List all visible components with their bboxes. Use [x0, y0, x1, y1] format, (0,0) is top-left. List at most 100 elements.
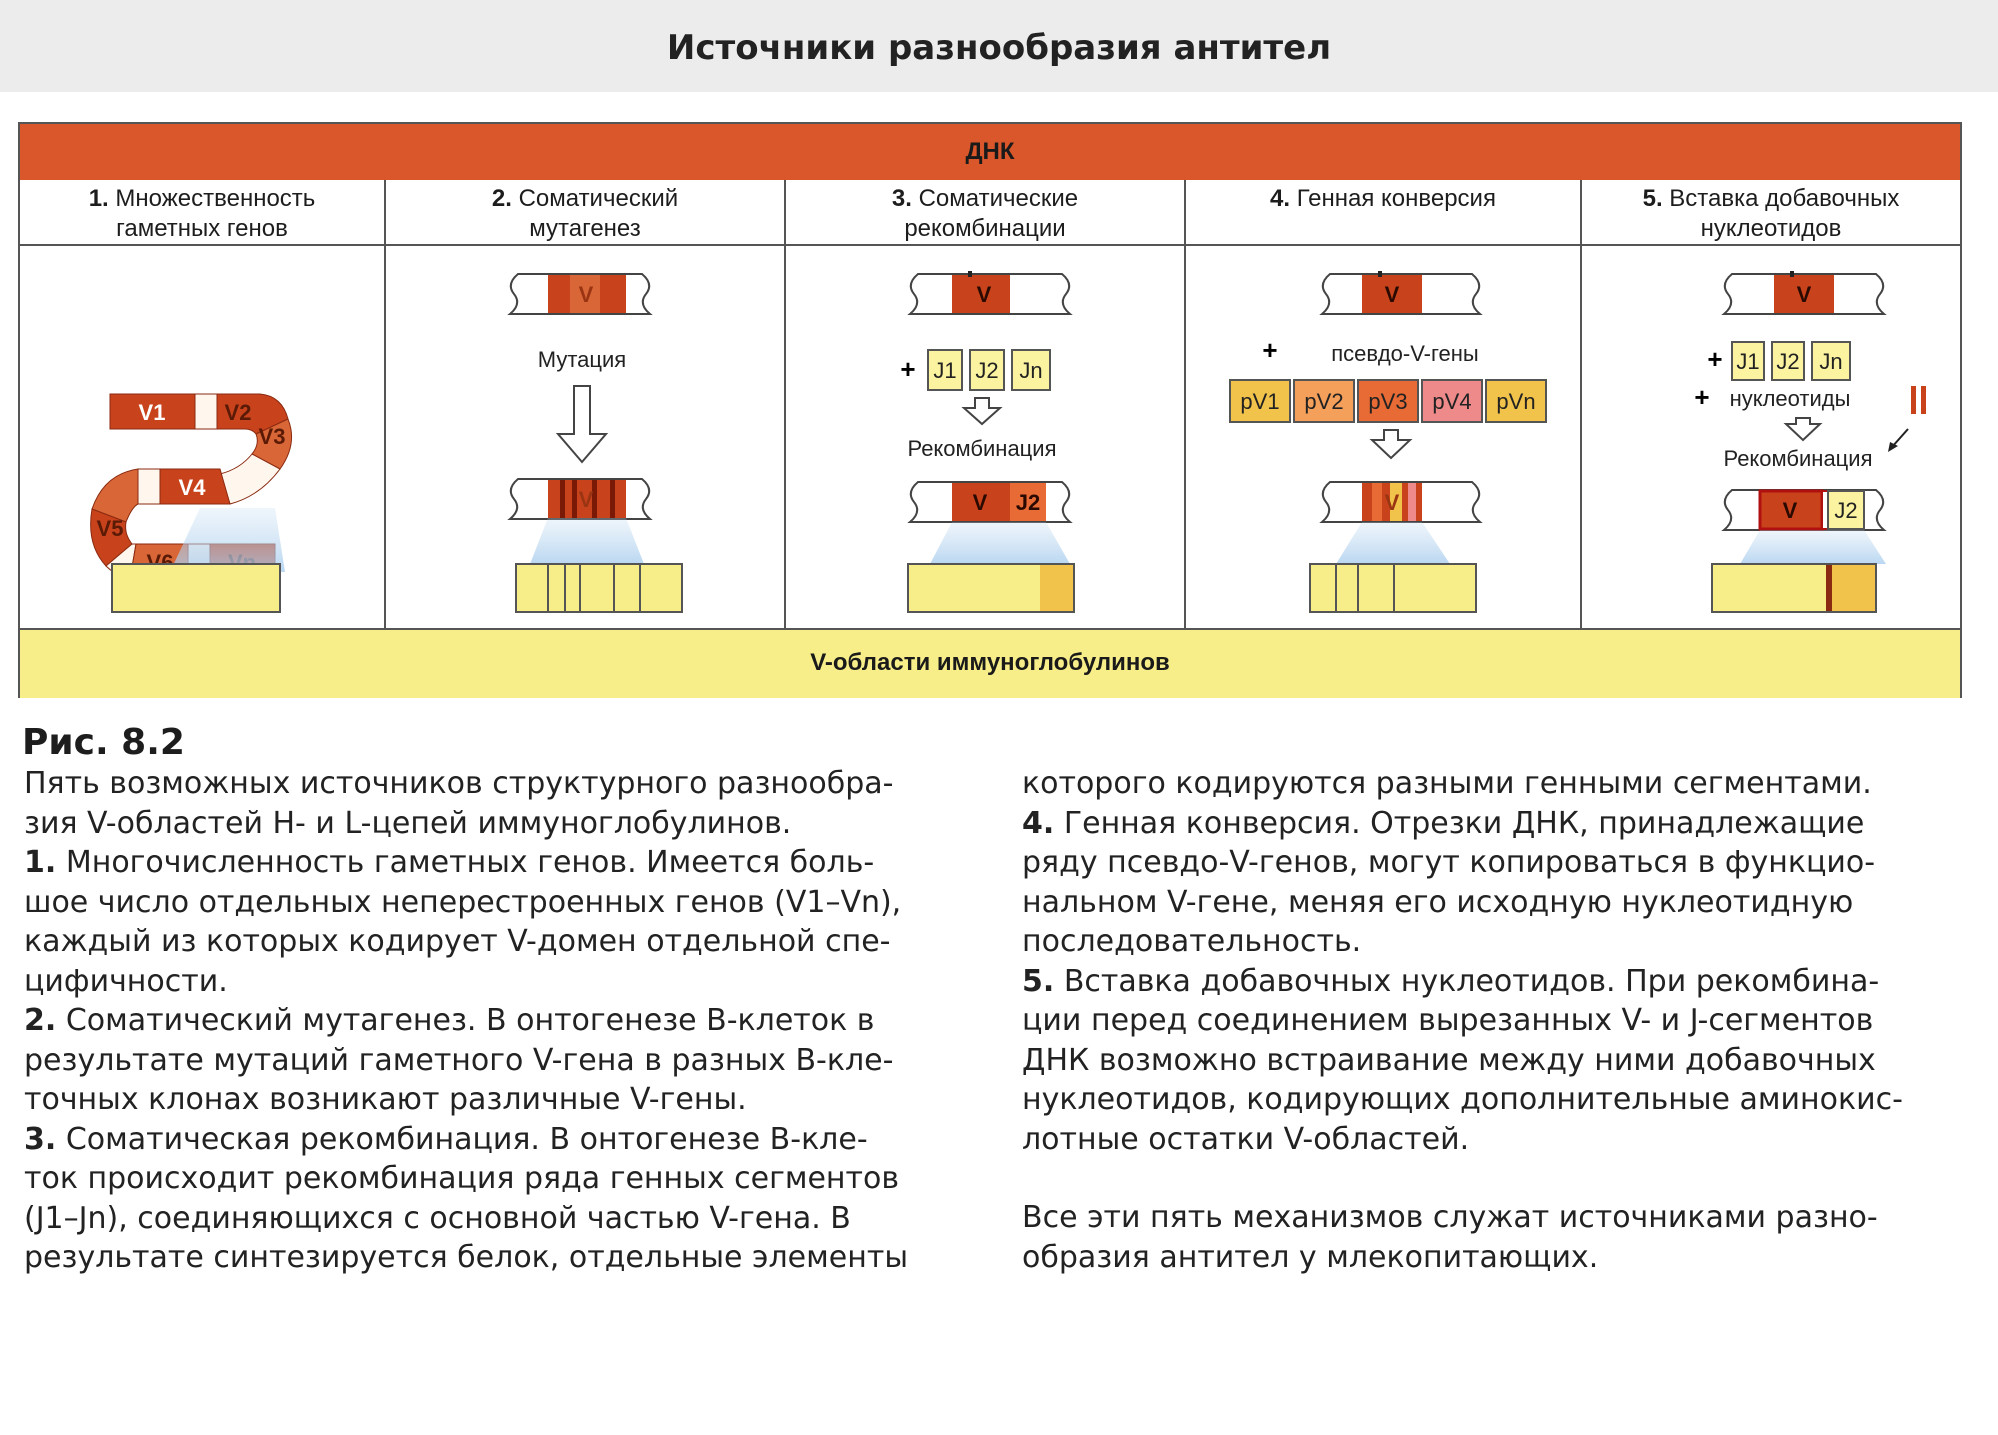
- gene-label: V: [1797, 282, 1812, 307]
- column-divider: [384, 180, 386, 628]
- pseudo-gene-label: pV1: [1240, 389, 1279, 414]
- nucleotide-mark-icon: [1921, 386, 1926, 414]
- light-beam: [930, 522, 1070, 564]
- column-title: Множественность: [115, 185, 316, 212]
- light-beam: [1336, 522, 1450, 564]
- light-beam: [170, 508, 285, 572]
- gene-label: V: [1385, 490, 1400, 515]
- column-divider: [784, 180, 786, 628]
- column-number: 3.: [891, 185, 912, 212]
- dna-fragment-mutated: V: [507, 478, 653, 520]
- j-segment-label: Jn: [1019, 358, 1042, 383]
- protein-bar: [111, 563, 281, 613]
- plus-sign: +: [1707, 344, 1722, 374]
- segment-label: V1: [139, 400, 166, 425]
- gene-label: J2: [1834, 498, 1857, 523]
- column-subtitle: мутагенез: [529, 215, 641, 242]
- down-arrow-icon: [961, 397, 1003, 426]
- caption-line: Все эти пять механизмов служат источника…: [1022, 1200, 1878, 1235]
- plus-sign: +: [900, 354, 915, 384]
- pseudo-gene-label: pVn: [1496, 389, 1535, 414]
- gene-label: V: [579, 487, 594, 512]
- dna-bar: ДНК: [20, 124, 1960, 180]
- item-number: 5.: [1022, 963, 1055, 999]
- column-number: 2.: [491, 185, 512, 212]
- segment-label: V4: [179, 475, 207, 500]
- j-segment: [1731, 341, 1765, 381]
- column-title: Генная конверсия: [1296, 185, 1496, 212]
- caption-line: шое число отдельных неперестроенных гено…: [24, 884, 902, 920]
- j-segment-label: J2: [975, 358, 998, 383]
- column-header-1: 1. Множественность гаметных генов: [20, 180, 384, 246]
- pseudo-gene-label: pV2: [1304, 389, 1343, 414]
- column-title: Соматические: [918, 185, 1079, 212]
- segment-label: V3: [259, 424, 286, 449]
- plus-sign: +: [1694, 382, 1709, 412]
- caption-paragraph-1: 1. Многочисленность гаметных генов. Имее…: [24, 845, 875, 880]
- pseudo-genes-label: псевдо-V-гены: [1331, 341, 1479, 366]
- mutation-label: Мутация: [538, 347, 626, 372]
- figure-label: Рис. 8.2: [22, 722, 185, 763]
- j-segment-label: J1: [933, 358, 956, 383]
- caption-line: ток происходит рекомбинация ряда генных …: [24, 1161, 900, 1196]
- column-number: 5.: [1642, 185, 1663, 212]
- down-arrow-icon: [1369, 429, 1413, 460]
- dna-fragment: V: [907, 271, 1073, 315]
- dna-fragment-recombined: V J2: [907, 481, 1073, 523]
- caption-line: образия антител у млекопитающих.: [1022, 1239, 1599, 1275]
- caption-line: последовательность.: [1022, 924, 1362, 959]
- column-header-3: 3. Соматические рекомбинации: [786, 180, 1184, 246]
- j-segment: [1771, 341, 1805, 381]
- caption-line: нуклеотидов, кодирующих дополнительные а…: [1022, 1082, 1903, 1117]
- column-title: Вставка добавочных: [1669, 185, 1900, 212]
- column-divider: [1184, 180, 1186, 628]
- gene-label: V: [1783, 498, 1798, 523]
- pointer-arrow-icon: [1891, 428, 1909, 448]
- v-region-bar: V-области иммуноглобулинов: [20, 628, 1960, 698]
- diagram-artwork: V1 V2 V3 V4 V5 V6 Vn V Мутация V: [90, 271, 1926, 613]
- caption-line: результате мутаций гаметного V-гена в ра…: [24, 1042, 894, 1078]
- column-divider: [1580, 180, 1582, 628]
- j-segment-label: J1: [1736, 349, 1759, 374]
- light-beam: [530, 518, 644, 564]
- pseudo-gene-label: pV4: [1432, 389, 1471, 414]
- dna-fragment: V: [1721, 271, 1887, 315]
- caption-left-column: Пять возможных источников структурного р…: [24, 764, 964, 1278]
- caption-line: цифичности.: [24, 963, 228, 999]
- down-arrow-icon: [1783, 417, 1823, 442]
- protein-bar: [907, 563, 1075, 613]
- diagram: ДНК 1. Множественность гаметных генов 2.…: [18, 122, 1962, 698]
- column-subtitle: рекомбинации: [904, 215, 1066, 242]
- gene-label: V: [977, 282, 992, 307]
- spacer: [1022, 1159, 1962, 1198]
- nucleotides-label: нуклеотиды: [1730, 386, 1851, 411]
- caption-paragraph-4: 4. Генная конверсия. Отрезки ДНК, принад…: [1022, 805, 1865, 841]
- segment-label: V5: [97, 516, 124, 541]
- item-number: 4.: [1022, 805, 1055, 841]
- down-arrow-icon: [555, 385, 609, 464]
- caption-line: зия V-областей H- и L-цепей иммуноглобул…: [24, 805, 792, 841]
- dna-fragment-converted: V: [1319, 481, 1483, 523]
- column-number: 4.: [1270, 185, 1291, 212]
- column-header-5: 5. Вставка добавочных нуклеотидов: [1582, 180, 1960, 246]
- j-segment: [969, 349, 1005, 391]
- nucleotide-mark-icon: [1911, 386, 1916, 414]
- pseudo-gene: [1357, 379, 1419, 423]
- caption-paragraph-2: 2. Соматический мутагенез. В онтогенезе …: [24, 1003, 875, 1038]
- segment-label: V2: [225, 400, 252, 425]
- protein-bar: [1309, 563, 1477, 613]
- title-band: [0, 0, 1998, 92]
- pseudo-gene: [1293, 379, 1355, 423]
- pseudo-gene-label: pV3: [1368, 389, 1407, 414]
- column-number: 1.: [88, 185, 109, 212]
- spacer-segment: [194, 393, 218, 430]
- spacer-segment: [137, 468, 161, 505]
- pointer-arrow-head: [1888, 442, 1898, 452]
- column-header-2: 2. Соматический мутагенез: [386, 180, 784, 246]
- dna-fragment-recombined: V J2: [1721, 489, 1887, 531]
- caption-line: Пять возможных источников структурного р…: [24, 766, 894, 801]
- gene-label: J2: [1016, 490, 1040, 515]
- dna-fragment: V: [507, 273, 653, 315]
- j-segment: [1011, 349, 1051, 391]
- caption-line: точных клонах возникают различные V-гены…: [24, 1082, 747, 1117]
